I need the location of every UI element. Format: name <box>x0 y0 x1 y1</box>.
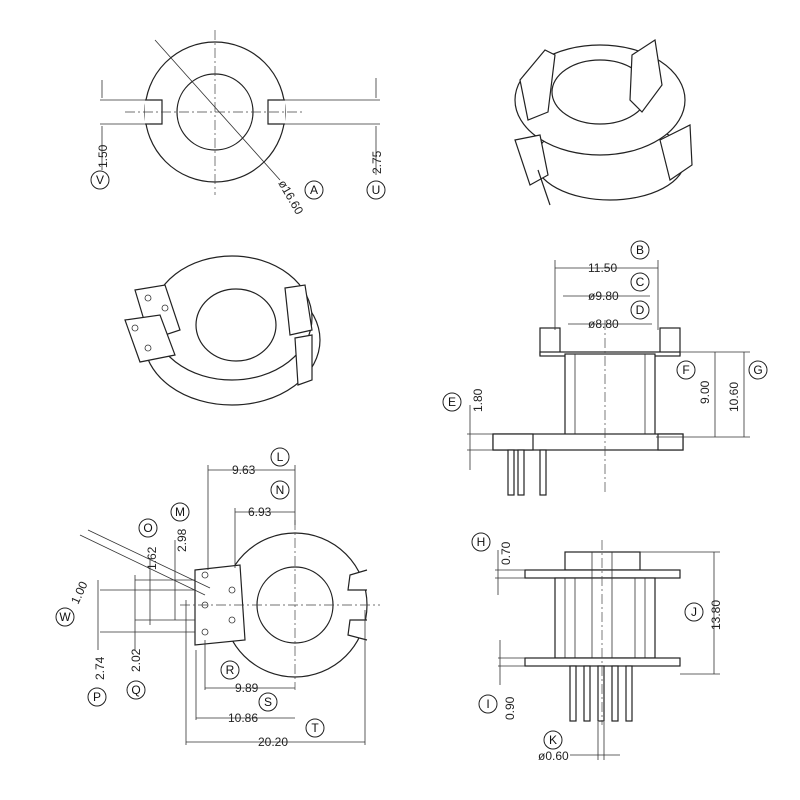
svg-text:V: V <box>96 173 104 187</box>
dim-e-value: 1.80 <box>471 388 485 412</box>
dim-b-value: 11.50 <box>588 261 617 275</box>
dim-u-label: U <box>366 180 386 200</box>
svg-text:L: L <box>277 450 284 464</box>
svg-text:R: R <box>226 663 235 677</box>
dim-l-value: 9.63 <box>232 463 256 477</box>
dim-r-label: R <box>220 660 240 680</box>
dim-v-label: V <box>90 170 110 190</box>
dim-p-value: 2.74 <box>93 656 107 680</box>
dim-k-label: K <box>543 730 563 750</box>
dim-a-label: A <box>304 180 324 200</box>
svg-text:W: W <box>59 610 71 624</box>
dim-m-label: M <box>170 502 190 522</box>
dim-n-value: 6.93 <box>248 505 272 519</box>
svg-text:B: B <box>636 243 644 257</box>
dim-f-value: 9.00 <box>698 380 712 404</box>
dim-t-value: 20.20 <box>258 735 288 749</box>
dim-u-value: 2.75 <box>370 150 384 174</box>
svg-text:U: U <box>372 183 381 197</box>
isometric-view-top <box>514 38 693 206</box>
isometric-view-bottom <box>124 255 321 406</box>
svg-text:N: N <box>276 483 285 497</box>
dim-f-label: F <box>676 360 696 380</box>
dim-r-value: 9.89 <box>235 681 259 695</box>
side-view <box>467 260 750 496</box>
svg-text:M: M <box>175 505 185 519</box>
dim-l-label: L <box>270 447 290 467</box>
dim-s-value: 10.86 <box>228 711 258 725</box>
svg-text:C: C <box>636 275 645 289</box>
dim-j-value: 13.80 <box>709 600 723 630</box>
dim-i-value: 0.90 <box>503 696 517 720</box>
dim-e-label: E <box>442 392 462 412</box>
dim-o-label: O <box>138 518 158 538</box>
dim-b-label: B <box>630 240 650 260</box>
dim-o-value: 1.62 <box>145 546 159 570</box>
svg-text:P: P <box>93 690 101 704</box>
dim-w-value: 1.00 <box>68 579 91 606</box>
dim-t-label: T <box>305 718 325 738</box>
dim-d-label: D <box>630 300 650 320</box>
dim-j-label: J <box>684 602 704 622</box>
dim-g-value: 10.60 <box>727 382 741 412</box>
dim-d-value: ø8.80 <box>588 317 619 331</box>
dim-w-label: W <box>55 607 75 627</box>
dim-i-label: I <box>478 694 498 714</box>
dim-h-label: H <box>471 532 491 552</box>
dim-c-label: C <box>630 272 650 292</box>
svg-text:E: E <box>448 395 456 409</box>
dim-s-label: S <box>258 692 278 712</box>
dim-c-value: ø9.80 <box>588 289 619 303</box>
svg-text:Q: Q <box>131 683 140 697</box>
svg-text:K: K <box>549 733 557 747</box>
svg-text:A: A <box>310 183 318 197</box>
dim-n-label: N <box>270 480 290 500</box>
dim-q-label: Q <box>126 680 146 700</box>
dim-q-value: 2.02 <box>129 648 143 672</box>
top-view <box>100 30 380 195</box>
dim-h-value: 0.70 <box>499 541 513 565</box>
svg-text:T: T <box>311 721 319 735</box>
front-view <box>495 540 720 760</box>
dim-g-label: G <box>748 360 768 380</box>
bottom-view <box>79 465 380 745</box>
svg-text:F: F <box>682 363 689 377</box>
svg-text:O: O <box>143 521 152 535</box>
dim-k-value: ø0.60 <box>538 749 569 763</box>
svg-text:D: D <box>636 303 645 317</box>
svg-text:I: I <box>486 697 489 711</box>
svg-text:S: S <box>264 695 272 709</box>
dim-p-label: P <box>87 687 107 707</box>
dim-a-value: ø16.60 <box>275 178 306 218</box>
svg-text:J: J <box>691 605 697 619</box>
svg-text:G: G <box>753 363 762 377</box>
dim-m-value: 2.98 <box>175 528 189 552</box>
svg-text:H: H <box>477 535 486 549</box>
dim-v-value: 1.50 <box>96 144 110 168</box>
